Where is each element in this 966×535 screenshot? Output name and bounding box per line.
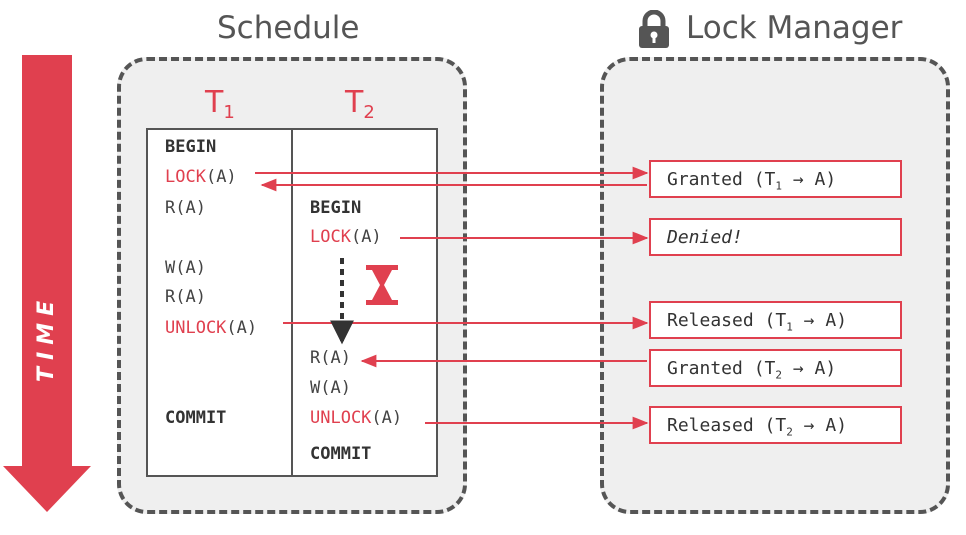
t1-commit: COMMIT [165, 408, 227, 428]
response-granted-t2: Granted (T2 → A) [649, 349, 902, 387]
t2-begin: BEGIN [310, 198, 362, 218]
schedule-title: Schedule [217, 10, 360, 46]
response-released-t2: Released (T2 → A) [649, 406, 902, 444]
t2-unlock: UNLOCK(A) [310, 408, 403, 428]
t1-begin: BEGIN [165, 137, 217, 157]
response-released-t1: Released (T1 → A) [649, 301, 902, 339]
t2-header: T2 [345, 85, 375, 123]
t1-header: T1 [205, 85, 235, 123]
lock-icon [639, 10, 669, 48]
hourglass-icon [366, 265, 398, 305]
column-divider [291, 128, 293, 477]
lock-manager-title: Lock Manager [686, 10, 903, 46]
t2-read: R(A) [310, 348, 351, 368]
t2-write: W(A) [310, 378, 351, 398]
response-granted-t1: Granted (T1 → A) [649, 160, 902, 198]
t1-read: R(A) [165, 198, 206, 218]
t1-unlock: UNLOCK(A) [165, 318, 258, 338]
t1-lock: LOCK(A) [165, 167, 237, 187]
t1-write: W(A) [165, 258, 206, 278]
response-denied: Denied! [649, 218, 902, 256]
t2-lock: LOCK(A) [310, 227, 382, 247]
t2-commit: COMMIT [310, 444, 372, 464]
t1-read-2: R(A) [165, 287, 206, 307]
time-arrow [3, 55, 91, 512]
